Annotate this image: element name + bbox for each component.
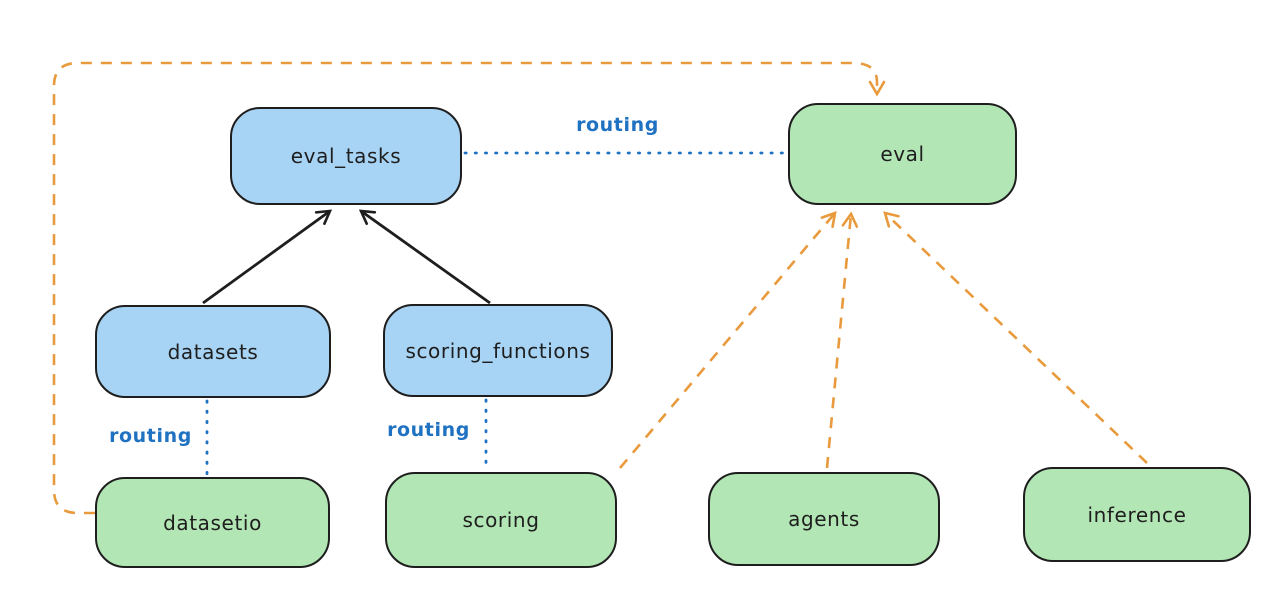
node-datasetio-label: datasetio (163, 510, 262, 535)
arrow-scoring-to-eval (619, 211, 837, 469)
node-agents-label: agents (788, 507, 860, 531)
node-eval: eval (788, 103, 1017, 205)
node-inference: inference (1023, 467, 1251, 562)
node-datasets: datasets (95, 305, 331, 398)
node-scoring-label: scoring (462, 508, 540, 532)
arrow-inference-to-eval (883, 211, 1148, 464)
node-scoring-functions-label: scoring_functions (405, 338, 591, 363)
node-datasetio: datasetio (95, 477, 330, 568)
node-eval-tasks-label: eval_tasks (290, 144, 402, 168)
node-scoring: scoring (385, 472, 617, 568)
node-scoring-functions: scoring_functions (383, 304, 613, 397)
node-inference-label: inference (1087, 502, 1187, 527)
edge-label-routing-scoring-functions-scoring: routing (387, 419, 470, 441)
arrow-scoring-functions-to-eval-tasks (358, 209, 491, 305)
node-eval-tasks: eval_tasks (230, 107, 462, 205)
edge-label-routing-eval-tasks-eval: routing (576, 114, 659, 136)
node-agents: agents (708, 472, 940, 566)
node-eval-label: eval (880, 142, 925, 166)
arrow-datasets-to-eval-tasks (202, 209, 333, 305)
arrow-agents-to-eval (825, 211, 859, 469)
node-datasets-label: datasets (167, 339, 259, 364)
edge-label-routing-datasets-datasetio: routing (109, 425, 192, 447)
